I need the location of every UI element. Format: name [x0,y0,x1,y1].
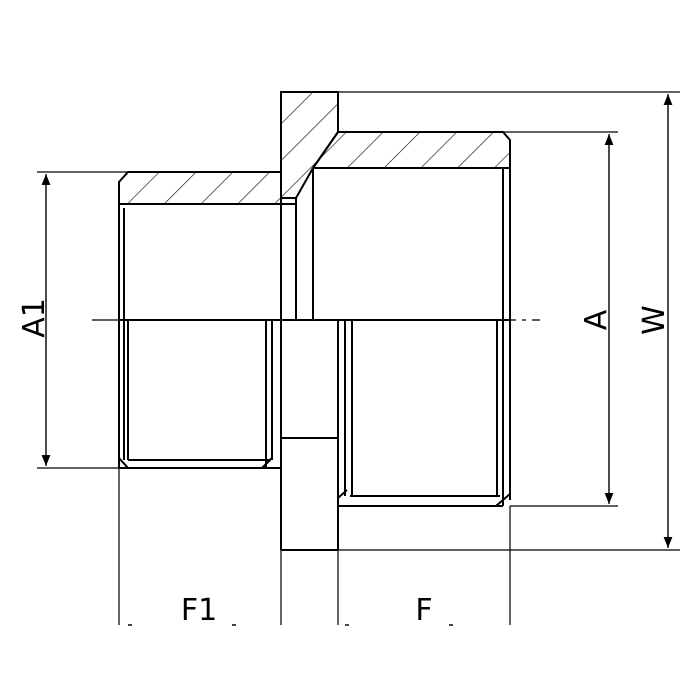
dim-label-a1: A1 [17,298,52,338]
dim-label-f1: F1 [181,593,217,628]
dim-label-w: W [637,305,672,335]
dim-label-a: A [579,309,614,330]
dim-label-f: F [415,593,432,628]
large-thread-section [311,131,511,169]
extension-lines [37,91,680,625]
body-outline [118,168,511,551]
dimension-lines [41,94,673,626]
small-thread-section [118,171,297,205]
hatched-section [118,91,511,205]
